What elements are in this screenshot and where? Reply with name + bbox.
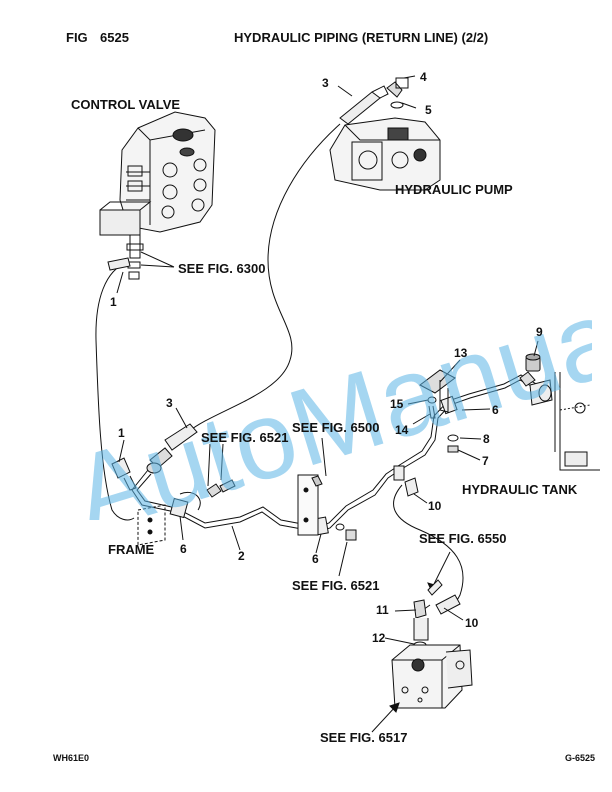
callout-11: 11 <box>376 603 389 617</box>
callout-14: 14 <box>395 423 409 437</box>
frame-label: FRAME <box>108 542 155 557</box>
callout-6-right: 6 <box>492 403 499 417</box>
see-fig-6500[interactable]: SEE FIG. 6500 <box>292 420 380 435</box>
callout-1-top: 1 <box>110 295 117 309</box>
callout-9: 9 <box>536 325 543 339</box>
footer-left-code: WH61E0 <box>53 753 90 763</box>
hydraulic-pump-label: HYDRAULIC PUMP <box>395 182 513 197</box>
see-fig-6521-upper[interactable]: SEE FIG. 6521 <box>201 430 289 445</box>
callout-6-center: 6 <box>312 552 319 566</box>
see-fig-6300[interactable]: SEE FIG. 6300 <box>178 261 266 276</box>
callout-12: 12 <box>372 631 386 645</box>
fig-number: 6525 <box>100 30 129 45</box>
callout-3-mid: 3 <box>166 396 173 410</box>
callout-1-mid: 1 <box>118 426 125 440</box>
callout-3-top: 3 <box>322 76 329 90</box>
callout-5: 5 <box>425 103 432 117</box>
callout-15: 15 <box>390 397 404 411</box>
footer-right-code: G-6525 <box>565 753 596 763</box>
callout-7: 7 <box>482 454 489 468</box>
page-title: HYDRAULIC PIPING (RETURN LINE) (2/2) <box>234 30 489 45</box>
callout-13: 13 <box>454 346 468 360</box>
callout-4: 4 <box>420 70 427 84</box>
callout-10-lower: 10 <box>465 616 479 630</box>
callout-2: 2 <box>238 549 245 563</box>
callout-6-left: 6 <box>180 542 187 556</box>
hydraulic-pump-drawing <box>329 77 441 191</box>
control-valve-drawing <box>99 111 216 280</box>
callout-8: 8 <box>483 432 490 446</box>
see-fig-6521-lower[interactable]: SEE FIG. 6521 <box>292 578 380 593</box>
hydraulic-tank-label: HYDRAULIC TANK <box>462 482 578 497</box>
fig-label: FIG <box>66 30 88 45</box>
see-fig-6517[interactable]: SEE FIG. 6517 <box>320 730 408 745</box>
see-fig-6550[interactable]: SEE FIG. 6550 <box>419 531 507 546</box>
callout-10-upper: 10 <box>428 499 442 513</box>
control-valve-label: CONTROL VALVE <box>71 97 181 112</box>
